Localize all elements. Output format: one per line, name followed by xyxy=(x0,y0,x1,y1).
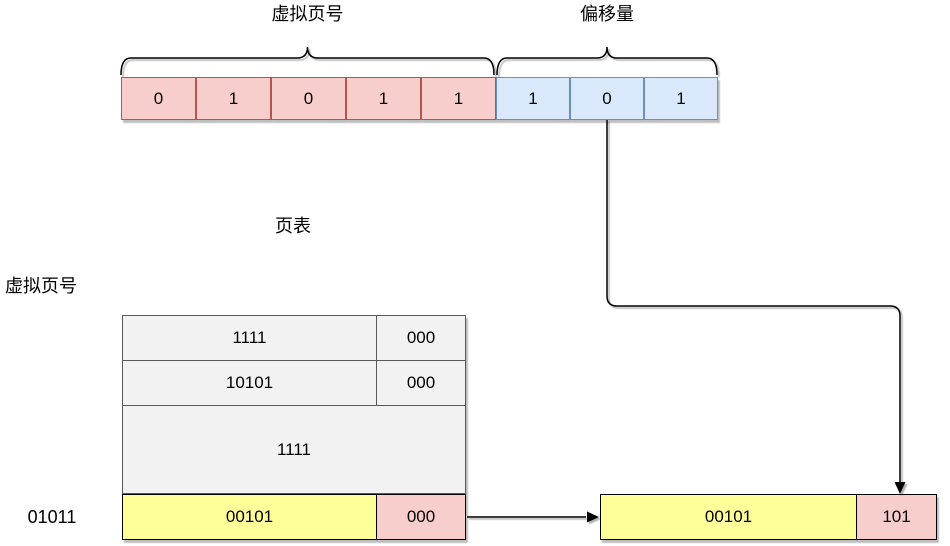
page-table-title: 页表 xyxy=(275,216,311,236)
offset-label: 偏移量 xyxy=(580,4,634,24)
page-table-row: 10101 000 xyxy=(123,361,465,406)
vpn-bit-cell: 1 xyxy=(346,77,421,120)
virtual-page-number-label: 虚拟页号 xyxy=(271,4,344,24)
page-table-entry-cell: 1111 xyxy=(123,316,377,360)
page-table-row-merged: 1111 xyxy=(123,406,465,493)
page-table-hit-entry-cell: 00101 xyxy=(123,495,377,539)
virtual-address-bit-row: 0 1 0 1 1 1 0 1 xyxy=(121,77,718,120)
selected-virtual-page-number: 01011 xyxy=(27,507,77,527)
offset-bit-cell: 1 xyxy=(644,77,718,120)
vpn-bit-cell: 0 xyxy=(121,77,196,120)
offset-brace xyxy=(496,46,718,76)
page-table-entry-cell: 10101 xyxy=(123,361,377,405)
page-table-row: 1111 000 xyxy=(123,316,465,361)
offset-bit-cell: 1 xyxy=(496,77,570,120)
page-table-flags-cell: 000 xyxy=(406,373,436,392)
offset-bit-cell: 0 xyxy=(570,77,644,120)
page-table-entry-cell: 1111 xyxy=(276,439,312,459)
pagetable-arrowhead-icon xyxy=(587,511,599,523)
page-table-side-label: 虚拟页号 xyxy=(5,276,77,296)
vpn-brace xyxy=(120,46,495,76)
offset-arrowhead-icon xyxy=(894,482,906,494)
physical-frame-cell: 00101 xyxy=(601,495,857,539)
physical-offset-cell: 101 xyxy=(857,495,936,539)
offset-to-physical-arrow-line xyxy=(606,120,901,482)
physical-address-box: 00101 101 xyxy=(600,494,937,540)
page-table-flags-cell: 000 xyxy=(406,328,436,347)
page-table: 1111 000 10101 000 1111 xyxy=(122,315,466,494)
vpn-bit-cell: 1 xyxy=(421,77,496,120)
page-table-hit-flags-cell: 000 xyxy=(377,495,465,539)
vpn-bit-cell: 0 xyxy=(271,77,346,120)
page-table-hit-row: 00101 000 xyxy=(122,494,466,540)
vpn-bit-cell: 1 xyxy=(196,77,271,120)
